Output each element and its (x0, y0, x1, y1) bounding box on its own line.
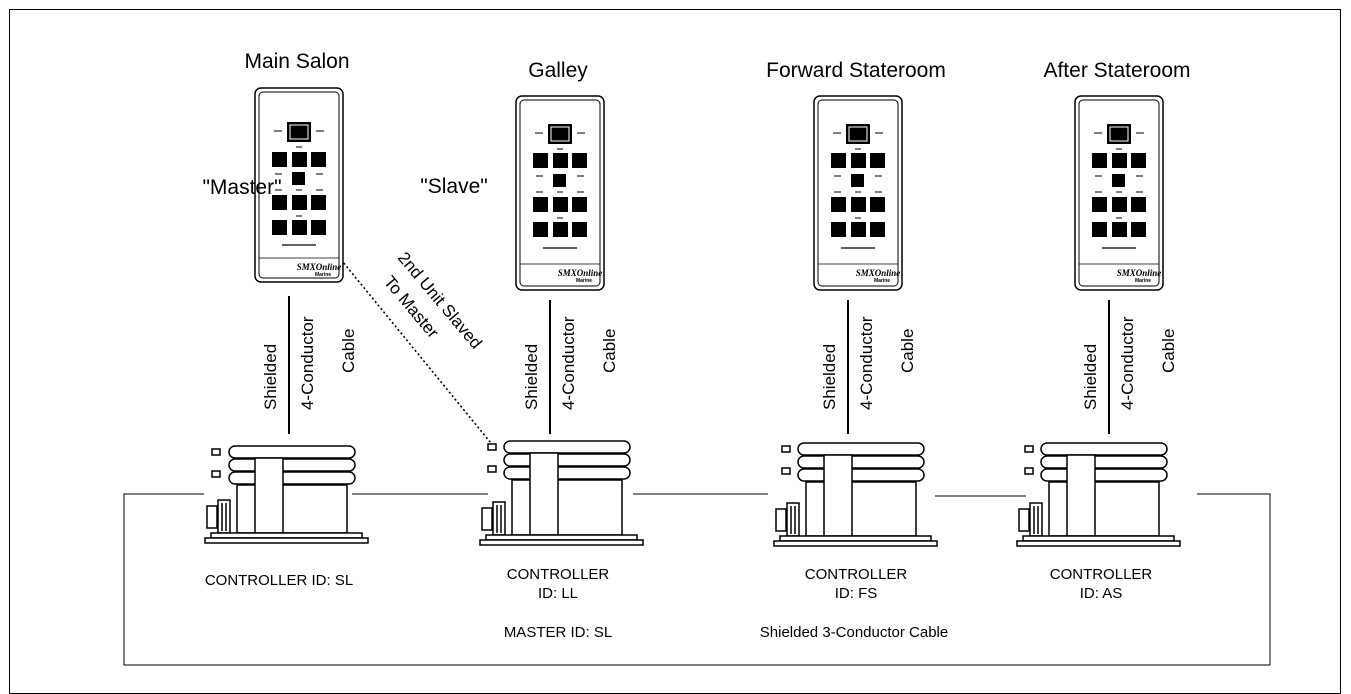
cable-label-line-2: 4-Conductor (1118, 316, 1137, 410)
panel-brand: SMXOnline (856, 268, 901, 278)
controller-label-line-3: MASTER ID: SL (504, 624, 612, 641)
room-forward-stateroom: Forward Stateroom SMXOnline Marine Shiel… (766, 59, 946, 602)
controller-label-line-1: CONTROLLER ID: SL (205, 572, 353, 589)
room-title: Galley (528, 59, 588, 82)
controller-label-line-1: CONTROLLER (805, 566, 908, 583)
controller-unit (773, 442, 938, 547)
panel-brand-sub: Marine (874, 278, 890, 284)
control-panel: SMXOnline Marine (515, 95, 605, 291)
controller-label-line-2: ID: AS (1080, 585, 1123, 602)
role-label: "Master" (202, 176, 281, 199)
cable-label-line-1: Shielded (261, 344, 280, 410)
loop-cable (123, 493, 1271, 666)
cable-label-line-1: Shielded (522, 344, 541, 410)
controller-label-line-1: CONTROLLER (507, 566, 610, 583)
control-panel: SMXOnline Marine (813, 95, 903, 291)
panel-brand-sub: Marine (315, 272, 331, 278)
controller-label-line-2: ID: LL (538, 585, 578, 602)
cable-label-line-3: Cable (898, 329, 917, 373)
cable-label-line-3: Cable (339, 329, 358, 373)
cable-label-line-2: 4-Conductor (559, 316, 578, 410)
display-screen (287, 122, 311, 142)
controller-label-line-1: CONTROLLER (1050, 566, 1153, 583)
controller-label-line-2: ID: FS (835, 585, 878, 602)
cable-label-line-2: 4-Conductor (298, 316, 317, 410)
panel-brand-sub: Marine (1135, 278, 1151, 284)
cable-label-line-1: Shielded (820, 344, 839, 410)
control-panel: SMXOnline Marine (1074, 95, 1164, 291)
control-panel: SMXOnline Marine (254, 87, 344, 283)
cable-label-line-1: Shielded (1081, 344, 1100, 410)
room-after-stateroom: After Stateroom SMXOnline Marine Shielde… (1016, 59, 1191, 602)
panel-brand: SMXOnline (1117, 268, 1162, 278)
panel-brand: SMXOnline (558, 268, 603, 278)
cable-label-line-3: Cable (600, 329, 619, 373)
slave-link-line (337, 255, 496, 449)
role-label: "Slave" (420, 175, 487, 198)
room-title: Forward Stateroom (766, 59, 946, 82)
cable-label-line-3: Cable (1159, 329, 1178, 373)
room-title: After Stateroom (1043, 59, 1190, 82)
panel-brand-sub: Marine (576, 278, 592, 284)
room-title: Main Salon (244, 50, 349, 73)
controller-unit (204, 445, 369, 544)
room-main-salon: Main Salon SMXOnline Marine "Master" Shi… (202, 50, 369, 589)
controller-unit (479, 440, 644, 546)
room-galley: Galley SMXOnline Marine "Slave" Shielded… (420, 59, 644, 641)
controller-unit (1016, 442, 1181, 547)
cable-label-line-2: 4-Conductor (857, 316, 876, 410)
loop-cable-label: Shielded 3-Conductor Cable (760, 624, 948, 641)
panel-brand: SMXOnline (297, 262, 342, 272)
